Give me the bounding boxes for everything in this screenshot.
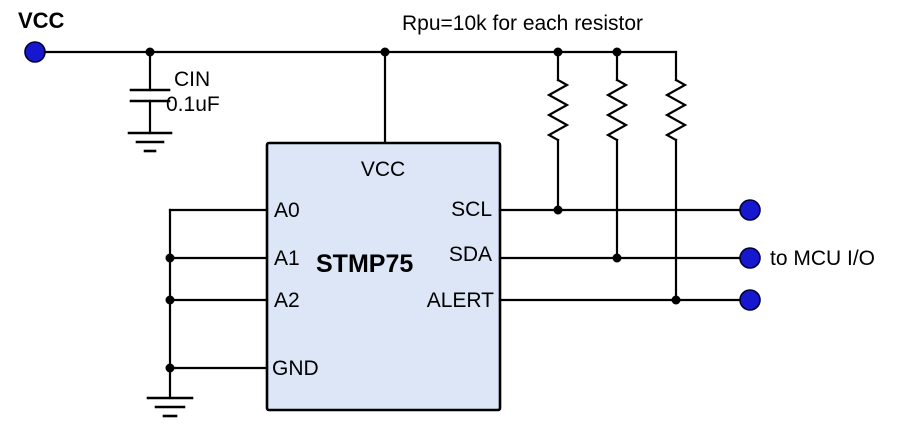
alert-terminal: [739, 289, 761, 311]
mcu-note-label: to MCU I/O: [770, 247, 875, 270]
ic-pin-label-gnd: GND: [272, 357, 319, 380]
cin-capacitor: [129, 50, 171, 135]
junction-dot-a1: [165, 253, 175, 263]
ic-pin-label-sda: SDA: [449, 243, 492, 266]
ic-body: [265, 141, 502, 412]
junction-dot-sda: [612, 253, 622, 263]
junction-dot-alert: [671, 295, 681, 305]
vcc-rail-label: VCC: [18, 8, 65, 33]
bus-wires: [498, 205, 742, 305]
ic-pin-label-vcc: VCC: [361, 158, 405, 181]
junction-dot-scl: [553, 205, 563, 215]
ic-pin-label-a0: A0: [274, 199, 300, 222]
cin-name-label: CIN: [174, 68, 210, 91]
resistor-zigzag-3: [664, 78, 688, 142]
pullup-resistor-3: [664, 50, 688, 302]
sda-terminal: [739, 247, 761, 269]
ic-name-label: STMP75: [316, 250, 413, 278]
resistor-zigzag-1: [546, 78, 570, 142]
resistor-zigzag-2: [605, 78, 629, 142]
pullup-resistor-2: [605, 50, 629, 260]
pullup-resistor-1: [546, 50, 570, 212]
scl-terminal: [739, 199, 761, 221]
ic-pin-label-alert: ALERT: [427, 289, 494, 312]
cin-value-label: 0.1uF: [166, 93, 220, 116]
address-pin-wires: [165, 208, 269, 400]
ic-pin-label-a1: A1: [274, 247, 300, 270]
junction-dot-a2: [165, 295, 175, 305]
ground-symbol-address: [146, 396, 194, 418]
ic-pin-label-scl: SCL: [451, 198, 492, 221]
ground-symbol-cin: [127, 131, 173, 153]
junction-dot-gnd: [165, 363, 175, 373]
vcc-terminal: [24, 41, 46, 63]
ic-pin-label-a2: A2: [274, 289, 300, 312]
rpu-note-label: Rpu=10k for each resistor: [402, 12, 643, 35]
